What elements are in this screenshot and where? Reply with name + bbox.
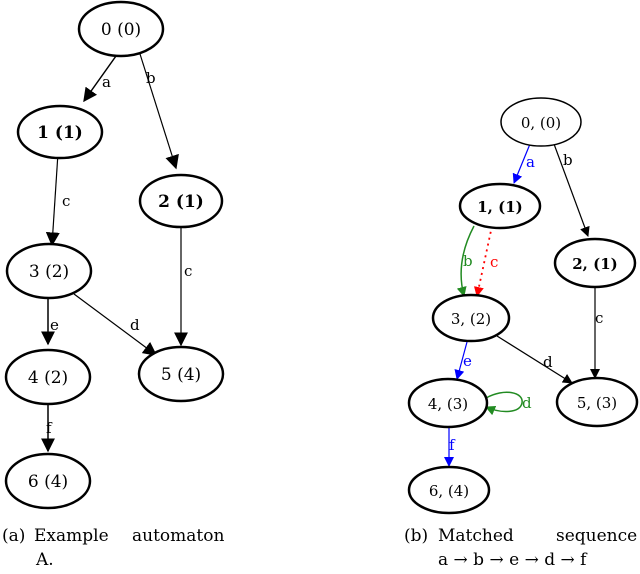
panel-a-node-0: 0 (0) (77, 0, 165, 58)
panel-b-edge-b3-b5: d (496, 335, 573, 384)
panel-b-edge-b1-b3-red: c (473, 225, 498, 297)
caption-b-marker: (b) (404, 526, 429, 546)
panel-a-edge-a0-a2: b (139, 53, 179, 170)
panel-b-node-5: 5, (3) (555, 376, 639, 428)
panel-a-edge-a3-a5: d (73, 293, 158, 356)
caption-b-line2: a → b → e → d → f (438, 550, 587, 570)
edge-label-c: c (184, 262, 192, 280)
caption-b-word1: Matched (438, 526, 514, 546)
edge-label-a: a (526, 153, 535, 171)
caption-b: (b) Matched sequence (404, 526, 637, 546)
panel-b-edge-b0-b1: a (512, 143, 535, 184)
panel-a-node-2: 2 (1) (138, 173, 224, 229)
panel-a-node-6: 6 (4) (4, 452, 92, 510)
caption-a-marker: (a) (2, 526, 26, 546)
caption-b-word2: sequence (556, 526, 638, 546)
edge-label-d: d (130, 316, 140, 334)
edge-label-b: b (146, 69, 156, 87)
panel-b-edge-b1-b3-green: b (456, 225, 475, 297)
panel-a-edge-a3-a4: e (41, 299, 59, 346)
edge-label-b: b (563, 151, 573, 169)
node-label: 1, (1) (477, 198, 523, 216)
edge-label-e: e (50, 316, 59, 334)
node-label: 0 (0) (101, 20, 141, 40)
node-label: 5 (4) (161, 365, 201, 385)
panel-b-edge-b0-b2: b (553, 143, 590, 237)
panel-a-node-1: 1 (1) (16, 104, 104, 160)
panel-b-node-3: 3, (2) (431, 293, 511, 343)
node-label: 4, (3) (428, 395, 468, 413)
caption-a-word2: automaton (132, 526, 225, 546)
edge-label-f: f (46, 419, 53, 437)
panel-b-node-1: 1, (1) (458, 182, 542, 230)
panel-b-edge-b2-b5: c (590, 288, 603, 379)
node-label: 1 (1) (37, 123, 83, 143)
panel-b-node-6: 6, (4) (407, 465, 491, 515)
edge-label-d: d (543, 353, 553, 371)
node-label: 2, (1) (572, 255, 618, 273)
node-label: 0, (0) (521, 114, 561, 132)
panel-a-node-3: 3 (2) (5, 242, 93, 300)
caption-a-word1: Example (34, 526, 109, 546)
edge-label-d: d (522, 394, 532, 412)
panel-a-node-4: 4 (2) (4, 348, 92, 406)
edge-label-c: c (490, 253, 498, 271)
caption-a: (a) Example automaton (2, 526, 224, 546)
edge-label-c: c (595, 309, 603, 327)
edge-label-c: c (62, 192, 70, 210)
panel-b-edge-b3-b4: e (454, 341, 472, 380)
node-label: 3, (2) (451, 310, 491, 328)
panel-a-edge-a2-a5: c (174, 227, 192, 347)
panel-a-automaton: a b c c e d f 0 (0) (4, 0, 225, 510)
panel-b-node-0: 0, (0) (500, 97, 582, 147)
panel-a-edge-a0-a1: a (83, 55, 117, 103)
caption-a-line2: A. (36, 550, 54, 570)
panel-b-node-4: 4, (3) (407, 377, 489, 429)
edge-label-b: b (463, 252, 473, 270)
node-label: 3 (2) (29, 262, 69, 282)
node-label: 2 (1) (158, 192, 204, 212)
panel-a-node-5: 5 (4) (137, 345, 225, 403)
panel-b-node-2: 2, (1) (553, 237, 637, 289)
panel-b-matched-sequence: a b b c c e d d (407, 97, 639, 515)
panel-b-edge-b4-b4-loop: d (485, 391, 532, 416)
node-label: 6 (4) (28, 472, 68, 492)
edge-label-a: a (102, 73, 111, 91)
panel-a-edge-a4-a6: f (41, 404, 55, 453)
node-label: 5, (3) (577, 394, 617, 412)
node-label: 6, (4) (429, 482, 469, 500)
panel-a-edge-a1-a3: c (45, 152, 70, 247)
edge-label-e: e (463, 352, 472, 370)
edge-label-f: f (449, 436, 456, 454)
node-label: 4 (2) (28, 368, 68, 388)
panel-b-edge-b4-b6: f (444, 427, 456, 467)
